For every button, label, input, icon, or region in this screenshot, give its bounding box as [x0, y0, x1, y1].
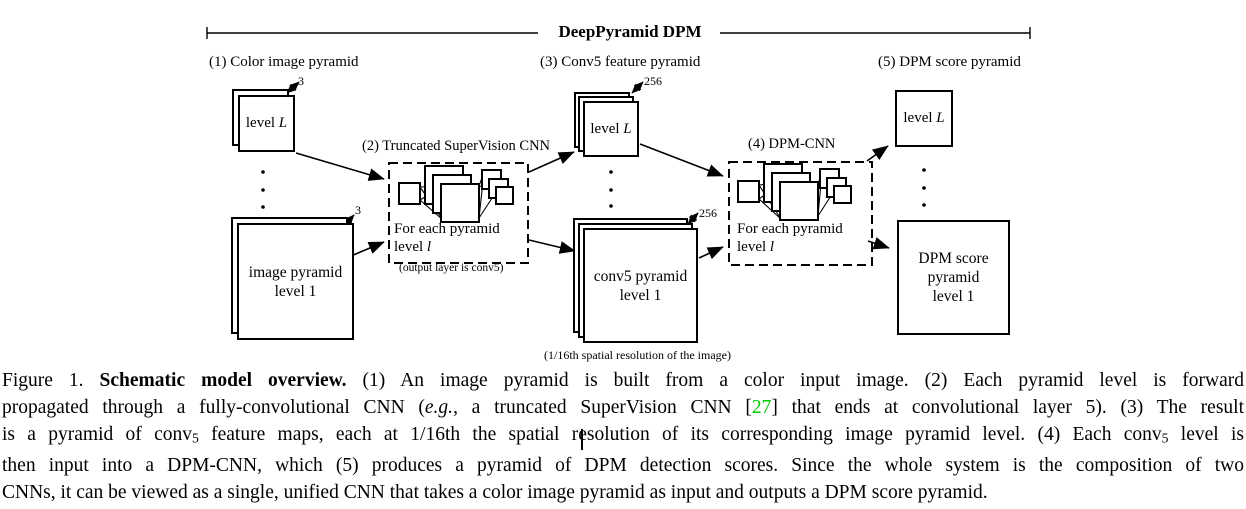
conv5-resolution-footnote: (1/16th spatial resolution of the image): [544, 348, 731, 362]
caption-text-segment: feature maps, each at 1/16th the spatial…: [198, 424, 1162, 445]
stage-label-1: (1) Color image pyramid: [209, 54, 359, 70]
stage-label-5: (5) DPM score pyramid: [878, 54, 1021, 70]
caption-text-segment: propagated through a fully-convolutional…: [2, 397, 425, 418]
supervision-cnn-footnote: (output layer is conv5): [399, 262, 504, 274]
conv5-levelL-label: level L: [590, 120, 632, 137]
conv5-levelL-box: level L: [583, 101, 639, 157]
conv5-level1-channels: 256: [699, 206, 717, 220]
caption-text-segment: , a truncated SuperVision CNN [: [453, 397, 752, 418]
score-pyramid-levelL-label: level L: [903, 110, 945, 126]
caption-text-segment: 5: [192, 430, 199, 446]
figure-span-title: DeepPyramid DPM: [558, 22, 702, 41]
stage-label-3: (3) Conv5 feature pyramid: [540, 54, 701, 70]
caption-text-segment: (1) An image pyramid is built from a col…: [346, 370, 1244, 391]
dpm-cnn-icon: [737, 163, 852, 221]
caption-text-segment: e.g.: [424, 397, 454, 418]
score-pyramid-levelL-box: level L: [895, 90, 953, 147]
caption-text-segment: 5: [1161, 430, 1169, 446]
caption-line-2: propagated through a fully-convolutional…: [2, 394, 1244, 421]
caption-text-segment: then input into a DPM-CNN, which (5) pro…: [2, 454, 1244, 476]
image-pyramid-level1-channels: 3: [355, 203, 361, 217]
caption-line-3: is a pyramid of conv5 feature maps, each…: [2, 421, 1244, 452]
image-pyramid-levelL-channels: 3: [298, 74, 304, 88]
figure-caption: Figure 1. Schematic model overview. (1) …: [0, 367, 1246, 506]
caption-text-segment: CNNs, it can be viewed as a single, unif…: [2, 481, 988, 503]
caption-text-segment: Schematic model overview.: [99, 370, 347, 391]
caption-line-1: Figure 1. Schematic model overview. (1) …: [2, 367, 1244, 394]
citation-link-27[interactable]: 27: [751, 397, 772, 418]
image-pyramid-levelL-box: level L: [238, 95, 295, 152]
caption-text-segment: level is: [1168, 424, 1245, 445]
caption-line-4: then input into a DPM-CNN, which (5) pro…: [2, 452, 1244, 479]
caption-text-segment: is a pyramid of conv: [2, 424, 192, 445]
supervision-cnn-label: (2) Truncated SuperVision CNN: [362, 138, 551, 154]
supervision-cnn-icon: [398, 165, 514, 223]
dpm-cnn-label: (4) DPM-CNN: [748, 136, 836, 152]
conv5-levelL-channels: 256: [644, 74, 662, 88]
caption-line-5: CNNs, it can be viewed as a single, unif…: [2, 479, 1244, 506]
caption-text-segment: ] that ends at convolutional layer 5). (…: [771, 397, 1244, 418]
text-cursor: [581, 429, 583, 450]
image-pyramid-levelL-label: level L: [245, 115, 288, 131]
caption-text-segment: Figure 1.: [2, 370, 100, 391]
